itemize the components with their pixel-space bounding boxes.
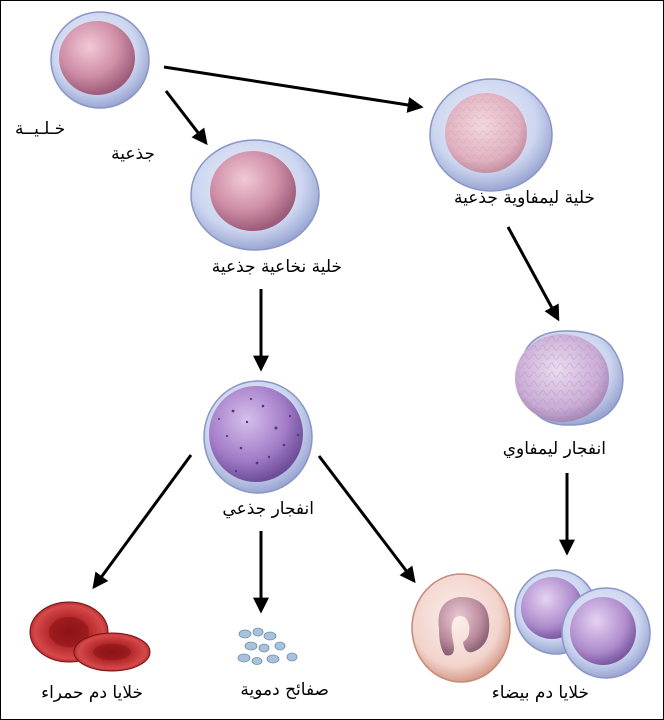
arrow-stem-to-myeloid [164, 90, 208, 146]
stem-cell-label-line2: جذعية [111, 144, 155, 164]
platelets-icon [237, 627, 298, 665]
myeloid-stem-cell-label: خلية نخاعية جذعية [211, 257, 342, 277]
red-blood-cells-label: خلايا دم حمراء [41, 683, 143, 703]
arrow-stem-to-lymphoid [163, 65, 424, 113]
myeloblast-label: انفجار جذعي [222, 499, 314, 519]
arrow-myeloblast-to-rbc [92, 454, 193, 590]
white-blood-cells-label: خلايا دم بيضاء [491, 683, 589, 703]
myeloid-stem-cell-icon [190, 139, 320, 251]
lymphoblast-label: انفجار ليمفاوي [502, 439, 606, 459]
myeloblast-icon [203, 380, 313, 494]
red-blood-cells-icon [29, 601, 151, 672]
arrow-myeloblast-to-wbc [317, 455, 416, 584]
lymphoid-stem-cell-icon [429, 78, 553, 192]
white-blood-cells-icon [411, 569, 651, 683]
arrow-lymphoid-to-lymphoblast [506, 226, 560, 322]
lymphoid-stem-cell-label: خلية ليمفاوية جذعية [454, 188, 595, 208]
platelets-label: صفائح دموية [240, 680, 329, 700]
lymphoblast-icon [515, 330, 624, 426]
stem-cell-icon [50, 11, 150, 109]
stem-cell-label-line1: خـلـيــة [15, 119, 66, 139]
